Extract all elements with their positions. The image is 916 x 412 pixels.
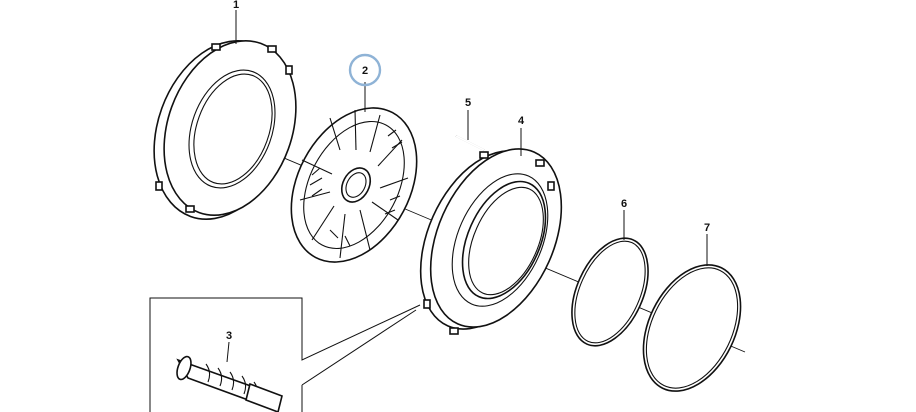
callout-1[interactable]: 1: [233, 0, 239, 11]
part-5-pin[interactable]: [455, 135, 485, 151]
callout-6[interactable]: 6: [621, 198, 627, 210]
callout-2[interactable]: 2: [362, 65, 368, 77]
callout-5[interactable]: 5: [465, 97, 471, 109]
callout-2-highlight: [348, 53, 382, 87]
part-6-o-ring[interactable]: [557, 227, 664, 358]
part-1-plate[interactable]: [130, 22, 319, 239]
part-7-o-ring[interactable]: [624, 249, 760, 407]
callout-7[interactable]: 7: [704, 222, 710, 234]
part-4-piston[interactable]: [395, 129, 587, 350]
callout-3[interactable]: 3: [226, 330, 232, 342]
callout-4[interactable]: 4: [518, 115, 525, 127]
part-2-friction-disc[interactable]: [266, 86, 442, 283]
leader-3: [226, 341, 230, 363]
part-3-spline-shaft[interactable]: [174, 355, 283, 412]
detail-inset: [149, 297, 421, 412]
